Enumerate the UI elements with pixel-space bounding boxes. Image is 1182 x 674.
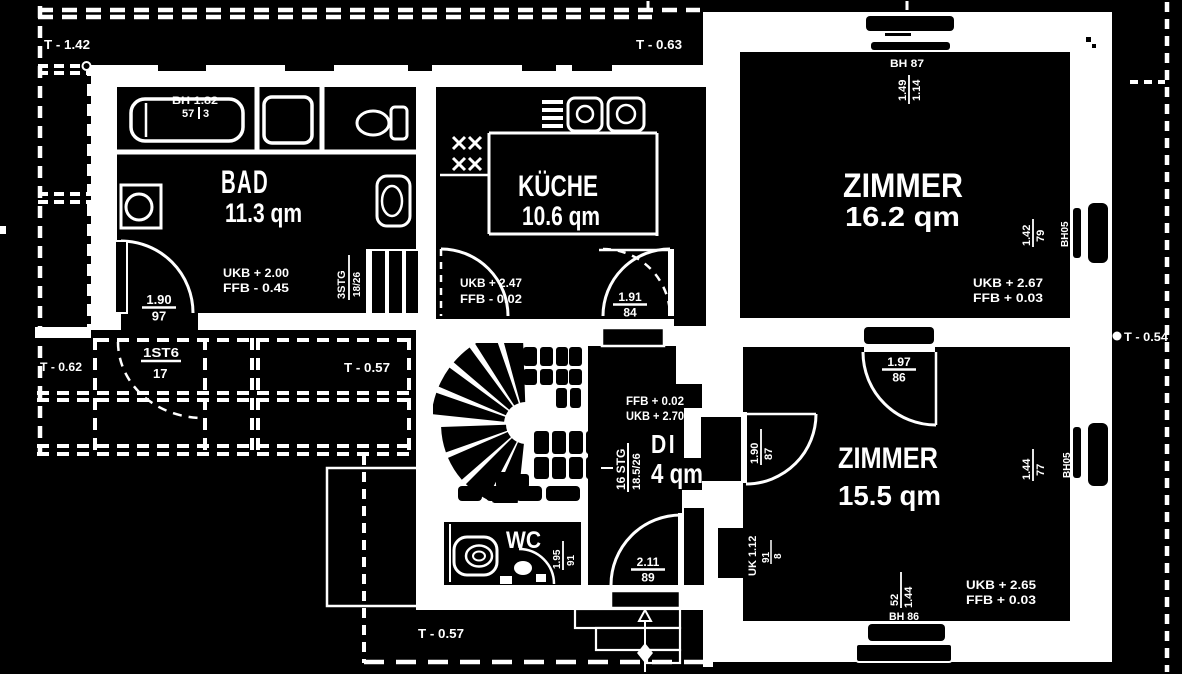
svg-text:89: 89 bbox=[641, 571, 655, 585]
svg-text:BH 86: BH 86 bbox=[889, 611, 919, 623]
svg-text:1.91: 1.91 bbox=[618, 290, 642, 304]
svg-text:15.5 qm: 15.5 qm bbox=[838, 480, 941, 511]
svg-text:1.42: 1.42 bbox=[1021, 225, 1033, 246]
svg-text:UKB + 2.70: UKB + 2.70 bbox=[626, 409, 684, 423]
svg-text:86: 86 bbox=[892, 371, 906, 385]
svg-text:1.95: 1.95 bbox=[552, 549, 563, 569]
svg-text:BH 1.82: BH 1.82 bbox=[172, 95, 218, 107]
svg-text:FFB - 0.02: FFB - 0.02 bbox=[460, 292, 522, 306]
svg-text:16 STG: 16 STG bbox=[614, 449, 628, 490]
svg-text:1ST6: 1ST6 bbox=[143, 345, 179, 360]
svg-text:UKB + 2.47: UKB + 2.47 bbox=[460, 276, 522, 290]
svg-text:17: 17 bbox=[153, 366, 167, 381]
svg-text:10.6 qm: 10.6 qm bbox=[522, 201, 600, 231]
svg-text:8: 8 bbox=[773, 553, 784, 559]
svg-text:UKB + 2.67: UKB + 2.67 bbox=[973, 276, 1043, 290]
svg-text:3STG: 3STG bbox=[336, 270, 348, 299]
svg-text:1.90: 1.90 bbox=[749, 443, 761, 464]
svg-text:KÜCHE: KÜCHE bbox=[518, 170, 598, 203]
svg-text:T - 0.63: T - 0.63 bbox=[636, 37, 682, 52]
svg-text:97: 97 bbox=[152, 309, 166, 324]
svg-text:3: 3 bbox=[203, 108, 209, 120]
svg-text:4 qm: 4 qm bbox=[651, 458, 703, 489]
svg-text:52: 52 bbox=[889, 594, 901, 606]
svg-text:T - 0.54: T - 0.54 bbox=[1124, 330, 1168, 344]
svg-text:BH05: BH05 bbox=[1060, 221, 1071, 247]
svg-text:ZIMMER: ZIMMER bbox=[838, 442, 938, 475]
svg-text:T - 0.62: T - 0.62 bbox=[40, 360, 82, 374]
svg-text:ZIMMER: ZIMMER bbox=[843, 167, 963, 205]
svg-text:87: 87 bbox=[763, 448, 775, 460]
svg-text:UKB + 2.00: UKB + 2.00 bbox=[223, 266, 289, 280]
svg-text:UKB + 2.65: UKB + 2.65 bbox=[966, 578, 1036, 592]
svg-text:WC: WC bbox=[506, 527, 541, 554]
svg-text:BH 87: BH 87 bbox=[890, 58, 924, 70]
svg-text:FFB + 0.03: FFB + 0.03 bbox=[966, 593, 1036, 607]
svg-text:2.11: 2.11 bbox=[637, 555, 660, 569]
svg-text:1.90: 1.90 bbox=[146, 292, 171, 307]
svg-text:BAD: BAD bbox=[221, 164, 269, 200]
svg-text:T - 0.57: T - 0.57 bbox=[418, 626, 464, 641]
svg-text:91: 91 bbox=[761, 551, 772, 563]
svg-text:UK 1.12: UK 1.12 bbox=[747, 536, 759, 576]
svg-text:18.5/26: 18.5/26 bbox=[631, 453, 643, 490]
svg-text:T - 1.42: T - 1.42 bbox=[44, 37, 90, 52]
svg-text:18/26: 18/26 bbox=[352, 272, 363, 297]
svg-text:1.14: 1.14 bbox=[911, 79, 923, 101]
svg-text:T - 0.57: T - 0.57 bbox=[344, 360, 390, 375]
svg-text:91: 91 bbox=[566, 554, 577, 566]
svg-text:1.97: 1.97 bbox=[887, 355, 911, 369]
svg-text:DI: DI bbox=[651, 429, 677, 459]
svg-text:1.44: 1.44 bbox=[903, 586, 915, 608]
svg-text:84: 84 bbox=[623, 306, 637, 320]
svg-text:FFB - 0.45: FFB - 0.45 bbox=[223, 281, 289, 295]
svg-text:FFB + 0.03: FFB + 0.03 bbox=[973, 291, 1043, 305]
svg-text:16.2 qm: 16.2 qm bbox=[845, 201, 960, 232]
svg-text:77: 77 bbox=[1035, 464, 1047, 476]
svg-text:FFB + 0.02: FFB + 0.02 bbox=[626, 394, 684, 408]
svg-text:79: 79 bbox=[1035, 230, 1047, 242]
svg-text:BH05: BH05 bbox=[1062, 452, 1073, 478]
svg-text:1.49: 1.49 bbox=[897, 80, 909, 101]
svg-text:11.3 qm: 11.3 qm bbox=[225, 198, 302, 228]
svg-text:1.44: 1.44 bbox=[1021, 458, 1033, 480]
svg-text:57: 57 bbox=[182, 108, 194, 120]
